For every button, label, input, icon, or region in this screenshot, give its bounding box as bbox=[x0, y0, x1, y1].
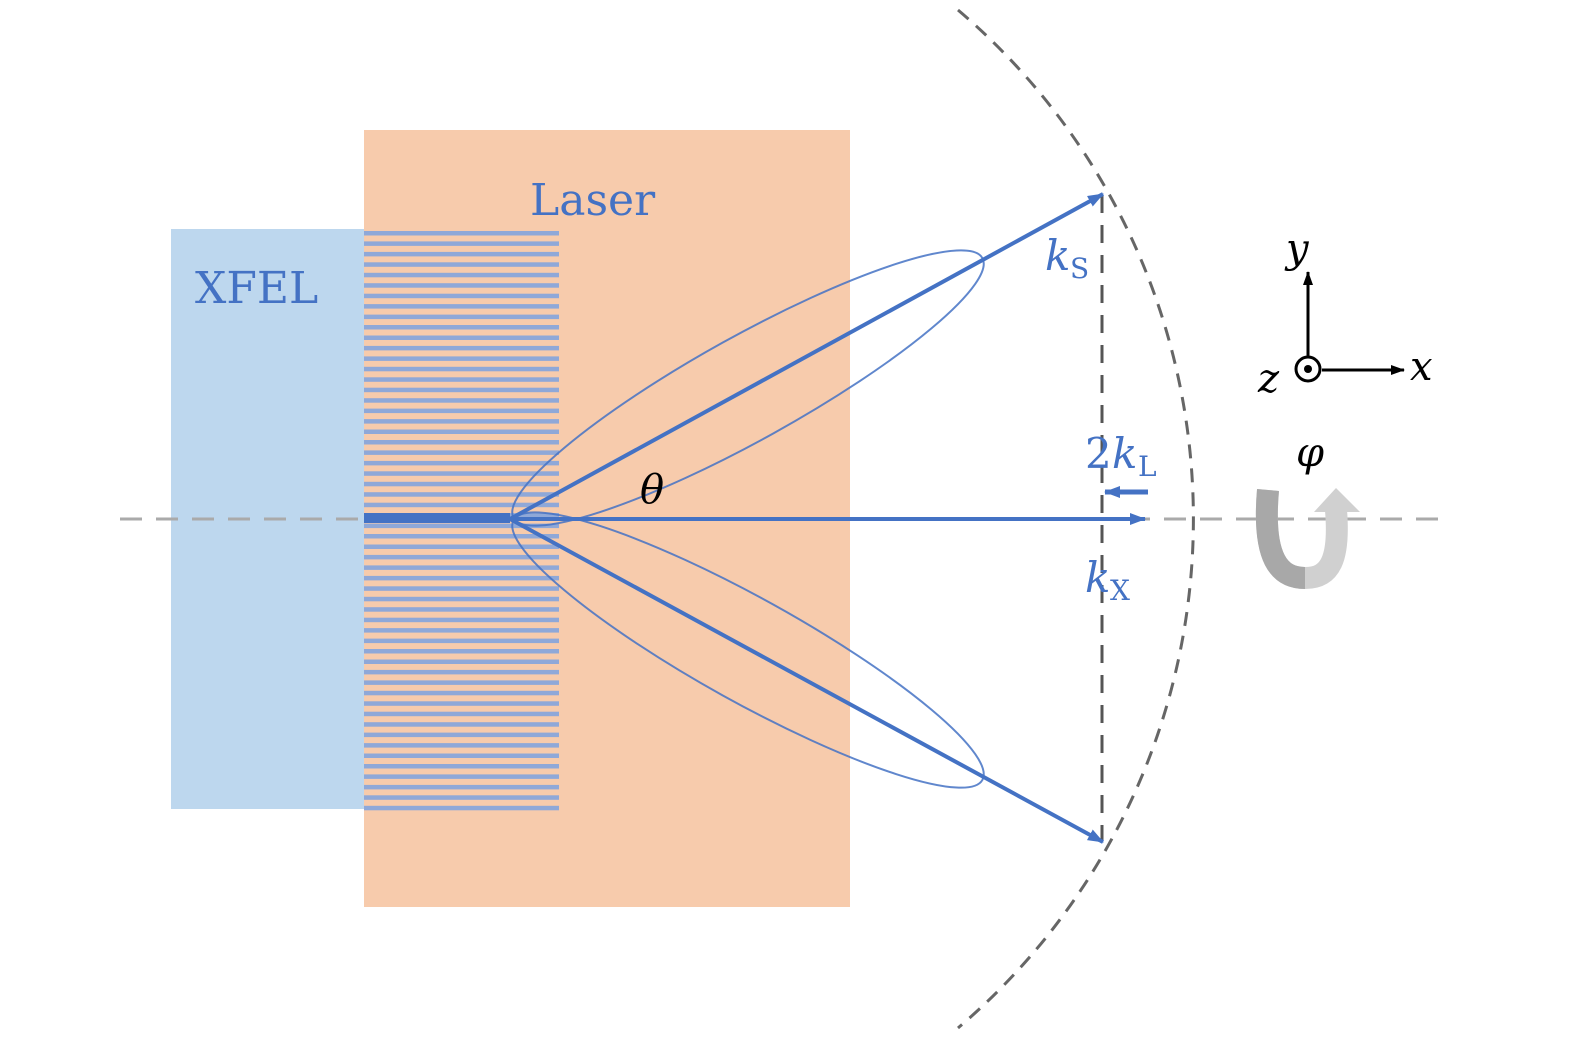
stripe bbox=[364, 534, 559, 539]
stripe bbox=[364, 251, 559, 257]
stripe bbox=[364, 408, 559, 414]
rotation-arrow-icon bbox=[1255, 488, 1360, 590]
stripe bbox=[364, 732, 559, 738]
stripe bbox=[364, 544, 559, 549]
stripe bbox=[364, 659, 559, 664]
stripe bbox=[364, 753, 559, 758]
interference-stripes bbox=[364, 231, 559, 811]
stripe bbox=[364, 304, 559, 309]
stripe bbox=[364, 795, 559, 800]
stripe bbox=[364, 690, 559, 696]
axis-y-label: y bbox=[1284, 226, 1310, 272]
stripe bbox=[364, 471, 559, 476]
stripe bbox=[364, 492, 559, 497]
stripe bbox=[364, 325, 559, 330]
stripe bbox=[364, 774, 559, 779]
stripe bbox=[364, 638, 559, 644]
2kl-label-k: k bbox=[1112, 429, 1137, 478]
stripe bbox=[364, 805, 559, 811]
stripe bbox=[364, 345, 559, 351]
ks-label: k S bbox=[1045, 231, 1089, 285]
stripe bbox=[364, 617, 559, 623]
kx-label-k: k bbox=[1085, 553, 1110, 602]
stripe bbox=[364, 649, 559, 654]
lower-ks-arrow bbox=[509, 517, 1104, 844]
stripe bbox=[364, 460, 559, 466]
kx-label-sub: X bbox=[1110, 574, 1130, 607]
stripe bbox=[364, 575, 559, 581]
stripe bbox=[364, 377, 559, 382]
axis-x-label: x bbox=[1410, 344, 1433, 390]
stripe bbox=[364, 481, 559, 487]
stripe bbox=[364, 680, 559, 685]
stripe bbox=[364, 628, 559, 633]
stripe bbox=[364, 565, 559, 570]
stripe bbox=[364, 262, 559, 267]
stripe bbox=[364, 398, 559, 403]
stripe bbox=[364, 272, 559, 278]
stripe bbox=[364, 450, 559, 455]
coordinate-axes: y x z bbox=[1257, 226, 1433, 402]
theta-label: θ bbox=[640, 467, 664, 513]
stripe bbox=[364, 586, 559, 591]
stripe bbox=[364, 784, 559, 790]
stripe bbox=[364, 607, 559, 612]
ks-label-k: k bbox=[1045, 231, 1070, 280]
stripe bbox=[364, 440, 559, 445]
stripe bbox=[364, 335, 559, 340]
stripe bbox=[364, 523, 559, 529]
stripe bbox=[364, 366, 559, 372]
axis-z-label: z bbox=[1257, 356, 1280, 402]
stripe bbox=[364, 293, 559, 299]
stripe bbox=[364, 356, 559, 361]
stripe bbox=[364, 722, 559, 727]
stripe bbox=[364, 743, 559, 748]
stripe bbox=[364, 241, 559, 246]
stripe bbox=[364, 554, 559, 560]
ks-arrow bbox=[509, 192, 1104, 521]
stripe bbox=[364, 314, 559, 320]
stripe bbox=[364, 669, 559, 675]
laser-label: Laser bbox=[530, 175, 656, 226]
stripe bbox=[364, 502, 559, 508]
kx-label: k X bbox=[1085, 553, 1130, 607]
stripe bbox=[364, 429, 559, 434]
stripe bbox=[364, 419, 559, 424]
stripe bbox=[364, 701, 559, 706]
2kl-label-2: 2 bbox=[1085, 429, 1112, 478]
stripe bbox=[364, 283, 559, 288]
2kl-label: 2 k L bbox=[1085, 429, 1157, 483]
stripe bbox=[364, 764, 559, 769]
stripe bbox=[364, 711, 559, 717]
detection-sphere-arc bbox=[957, 8, 1195, 1030]
2kl-label-sub: L bbox=[1138, 450, 1157, 483]
xfel-label: XFEL bbox=[195, 263, 318, 314]
stripe bbox=[364, 387, 559, 393]
z-dot-icon bbox=[1304, 365, 1312, 373]
stripe bbox=[364, 596, 559, 602]
phi-label: φ bbox=[1296, 430, 1324, 476]
ks-label-sub: S bbox=[1070, 252, 1089, 285]
stripe bbox=[364, 231, 559, 236]
